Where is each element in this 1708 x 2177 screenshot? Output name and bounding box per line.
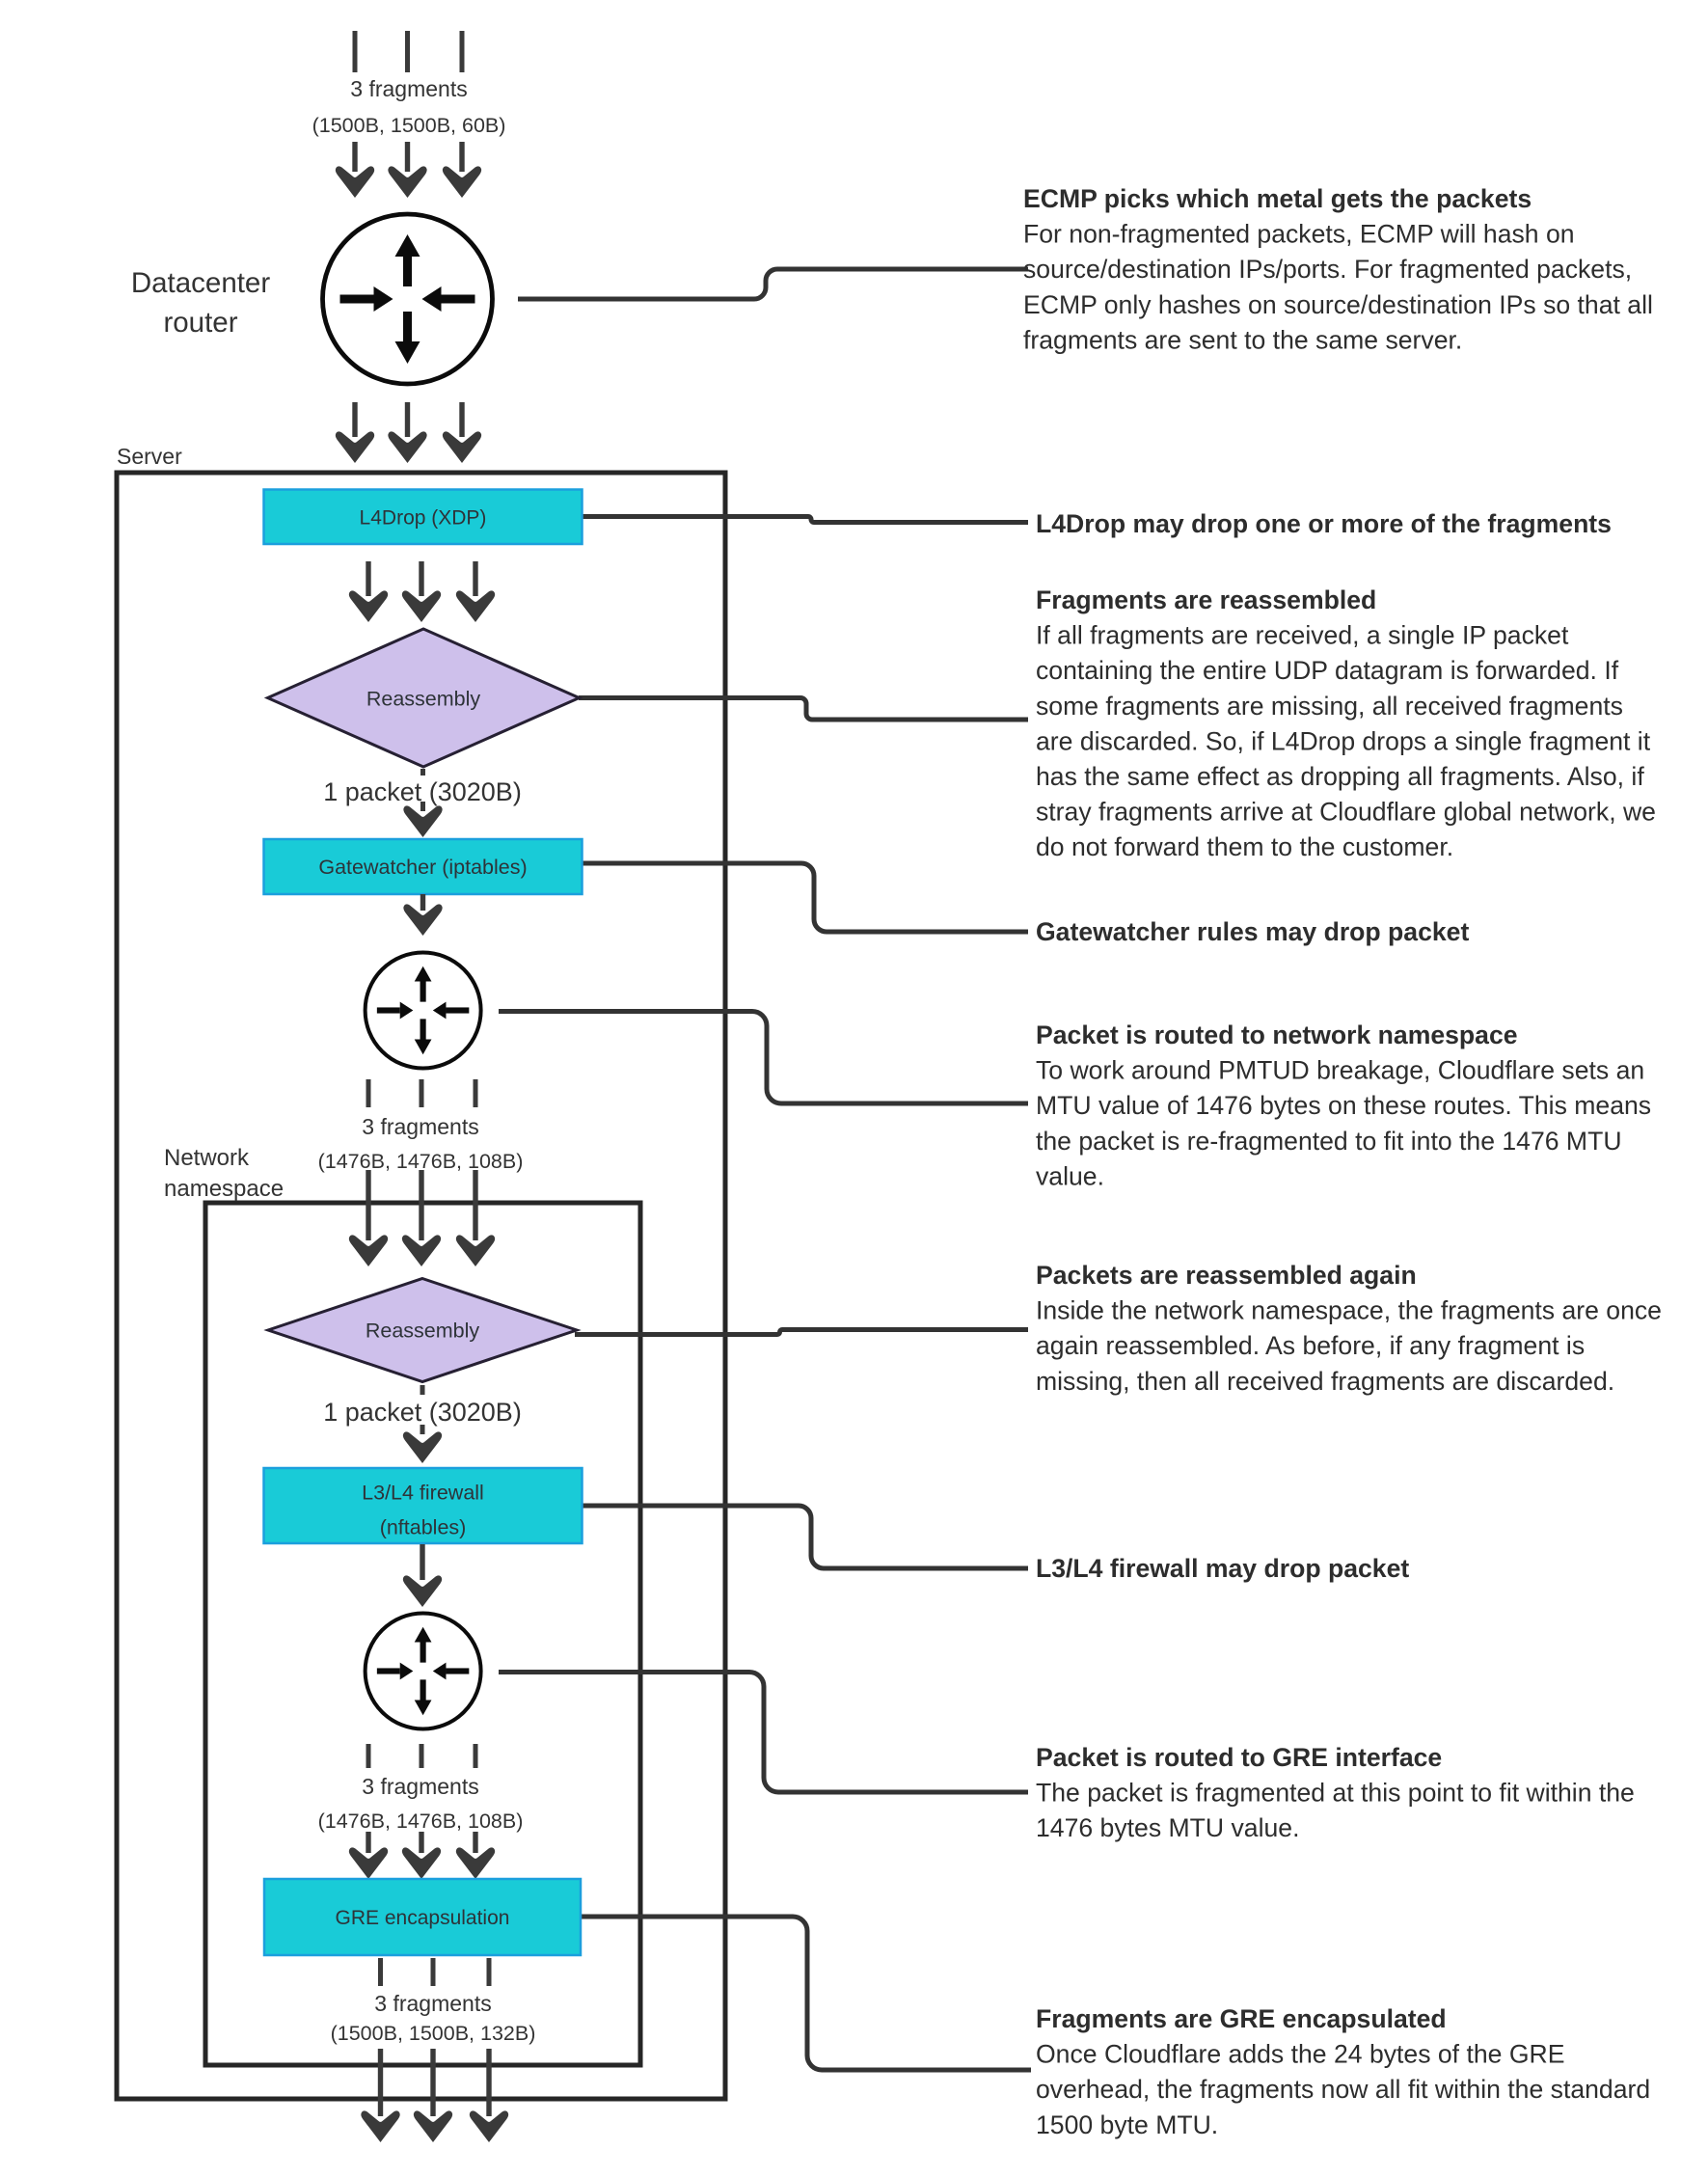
svg-text:To work around PMTUD breakage,: To work around PMTUD breakage, Cloudflar…	[1036, 1056, 1644, 1085]
svg-text:1500 byte MTU.: 1500 byte MTU.	[1036, 2110, 1218, 2139]
svg-text:(1500B, 1500B, 60B): (1500B, 1500B, 60B)	[312, 114, 506, 137]
svg-text:containing the entire UDP data: containing the entire UDP datagram is fo…	[1036, 656, 1619, 685]
svg-text:3 fragments: 3 fragments	[350, 76, 467, 101]
svg-text:Packet is routed to network na: Packet is routed to network namespace	[1036, 1020, 1518, 1049]
svg-text:Fragments are GRE encapsulated: Fragments are GRE encapsulated	[1036, 2004, 1447, 2033]
svg-text:again reassembled. As before,: again reassembled. As before, if any fra…	[1036, 1331, 1585, 1360]
svg-text:1 packet (3020B): 1 packet (3020B)	[323, 1398, 522, 1427]
svg-text:Server: Server	[117, 444, 182, 469]
svg-text:(nftables): (nftables)	[380, 1516, 467, 1539]
svg-text:Packet is routed to GRE interf: Packet is routed to GRE interface	[1036, 1743, 1442, 1772]
svg-text:Fragments are reassembled: Fragments are reassembled	[1036, 585, 1376, 614]
svg-text:fragments are sent to the same: fragments are sent to the same server.	[1023, 325, 1462, 354]
svg-text:Reassembly: Reassembly	[366, 1320, 480, 1343]
svg-text:are discarded. So, if L4Drop d: are discarded. So, if L4Drop drops a sin…	[1036, 726, 1651, 755]
svg-text:stray fragments arrive at Clou: stray fragments arrive at Cloudflare glo…	[1036, 798, 1656, 827]
svg-text:value.: value.	[1036, 1161, 1104, 1190]
svg-text:Gatewatcher rules may drop pac: Gatewatcher rules may drop packet	[1036, 917, 1469, 946]
svg-text:namespace: namespace	[164, 1176, 284, 1202]
svg-text:ECMP only hashes on source/des: ECMP only hashes on source/destination I…	[1023, 290, 1653, 319]
svg-text:Network: Network	[164, 1145, 250, 1171]
svg-text:overhead, the fragments now al: overhead, the fragments now all fit with…	[1036, 2075, 1650, 2104]
svg-text:L4Drop (XDP): L4Drop (XDP)	[360, 507, 487, 530]
svg-text:some fragments are missing, al: some fragments are missing, all received…	[1036, 692, 1623, 721]
svg-text:Once Cloudflare adds the 24 by: Once Cloudflare adds the 24 bytes of the…	[1036, 2040, 1564, 2069]
svg-text:3 fragments: 3 fragments	[362, 1114, 478, 1139]
svg-text:router: router	[163, 307, 237, 339]
svg-text:(1476B, 1476B, 108B): (1476B, 1476B, 108B)	[318, 1150, 524, 1173]
svg-text:do not forward them to the cus: do not forward them to the customer.	[1036, 832, 1453, 861]
svg-text:For non-fragmented packets, EC: For non-fragmented packets, ECMP will ha…	[1023, 220, 1575, 249]
svg-text:(1476B, 1476B, 108B): (1476B, 1476B, 108B)	[318, 1810, 524, 1833]
svg-text:L3/L4 firewall may drop packet: L3/L4 firewall may drop packet	[1036, 1554, 1409, 1583]
svg-text:L4Drop may drop one or more of: L4Drop may drop one or more of the fragm…	[1036, 509, 1612, 538]
svg-text:(1500B, 1500B, 132B): (1500B, 1500B, 132B)	[331, 2022, 536, 2045]
svg-text:L3/L4 firewall: L3/L4 firewall	[362, 1482, 484, 1505]
svg-text:If all fragments are received,: If all fragments are received, a single …	[1036, 621, 1569, 650]
svg-text:source/destination IPs/ports.: source/destination IPs/ports. For fragme…	[1023, 255, 1632, 284]
svg-text:1476 bytes MTU value.: 1476 bytes MTU value.	[1036, 1813, 1299, 1842]
svg-text:3 fragments: 3 fragments	[374, 1991, 491, 2016]
svg-text:Gatewatcher (iptables): Gatewatcher (iptables)	[318, 856, 527, 879]
svg-text:has the same effect as droppin: has the same effect as dropping all frag…	[1036, 762, 1644, 791]
svg-text:The packet is fragmented at th: The packet is fragmented at this point t…	[1036, 1779, 1635, 1808]
svg-text:GRE encapsulation: GRE encapsulation	[336, 1907, 510, 1929]
svg-text:Packets are reassembled again: Packets are reassembled again	[1036, 1261, 1417, 1290]
svg-text:ECMP picks which metal gets th: ECMP picks which metal gets the packets	[1023, 184, 1532, 213]
svg-text:missing, then all received fra: missing, then all received fragments are…	[1036, 1367, 1614, 1396]
svg-text:3 fragments: 3 fragments	[362, 1774, 478, 1799]
svg-text:Inside the network namespace,: Inside the network namespace, the fragme…	[1036, 1296, 1662, 1325]
svg-text:MTU value of 1476 bytes on the: MTU value of 1476 bytes on these routes.…	[1036, 1091, 1651, 1120]
svg-text:Reassembly: Reassembly	[366, 688, 481, 711]
svg-text:the packet is re-fragmented to: the packet is re-fragmented to fit into …	[1036, 1127, 1622, 1156]
svg-text:Datacenter: Datacenter	[131, 267, 270, 299]
